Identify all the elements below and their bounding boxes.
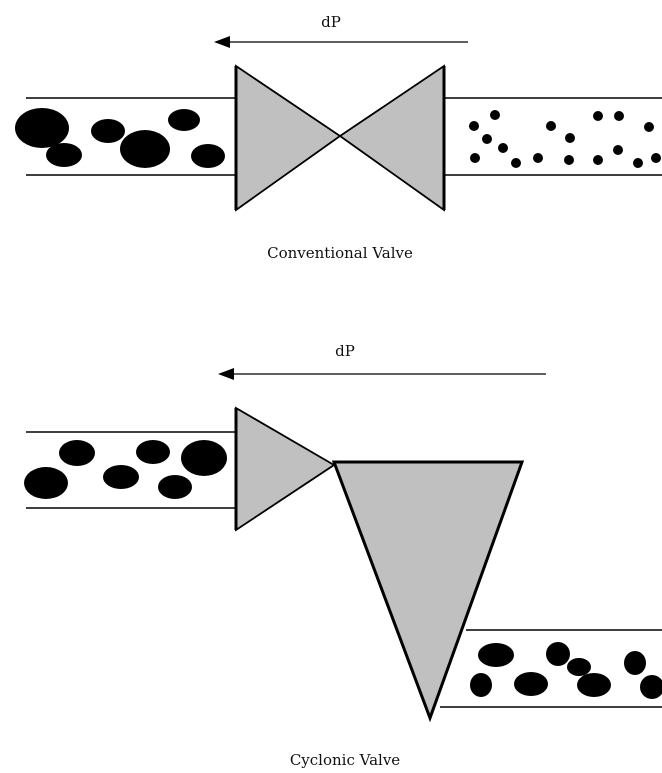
- cyclonic-valve-diagram: dP: [24, 342, 662, 769]
- right-pipe-bottom: [440, 629, 662, 708]
- large-droplets-bottom-right: [470, 642, 662, 699]
- cyclonic-valve-caption: Cyclonic Valve: [290, 751, 400, 769]
- pressure-arrow-bottom: [218, 368, 546, 380]
- upstream-pipe-top: [26, 97, 236, 176]
- dp-label-bottom: dP: [335, 342, 355, 360]
- conventional-valve-diagram: dP: [15, 13, 662, 262]
- small-droplets-top: [469, 110, 661, 168]
- pressure-arrow-top: [214, 36, 468, 48]
- downstream-pipe-top: [444, 97, 662, 176]
- large-droplets-bottom: [24, 440, 227, 499]
- cyclonic-valve-body: [234, 406, 525, 723]
- left-pipe-bottom: [26, 431, 236, 509]
- conventional-valve-body: [234, 64, 446, 212]
- dp-label-top: dP: [321, 13, 341, 31]
- conventional-valve-caption: Conventional Valve: [267, 244, 413, 262]
- large-droplets-top: [15, 108, 225, 168]
